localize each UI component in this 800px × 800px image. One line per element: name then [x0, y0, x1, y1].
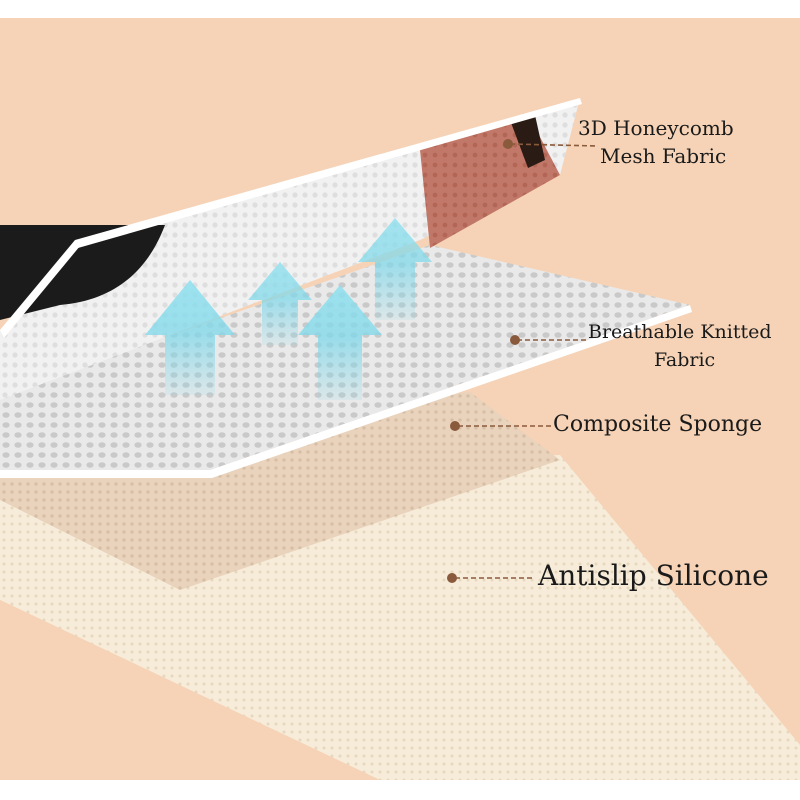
pointer-dot-icon — [503, 139, 513, 149]
label-honeycomb-line2: Mesh Fabric — [578, 142, 734, 170]
pointer-dot-icon — [510, 335, 520, 345]
label-knitted-line2: Fabric — [588, 346, 772, 374]
label-knitted: Breathable Knitted Fabric — [588, 318, 772, 374]
label-silicone-line1: Antislip Silicone — [538, 559, 769, 592]
label-silicone: Antislip Silicone — [538, 558, 769, 594]
label-sponge: Composite Sponge — [553, 410, 762, 440]
label-sponge-line1: Composite Sponge — [553, 412, 762, 437]
pointer-dot-icon — [447, 573, 457, 583]
label-honeycomb: 3D Honeycomb Mesh Fabric — [578, 114, 734, 170]
pointer-dot-icon — [450, 421, 460, 431]
label-knitted-line1: Breathable Knitted — [588, 321, 772, 343]
label-honeycomb-line1: 3D Honeycomb — [578, 116, 734, 140]
